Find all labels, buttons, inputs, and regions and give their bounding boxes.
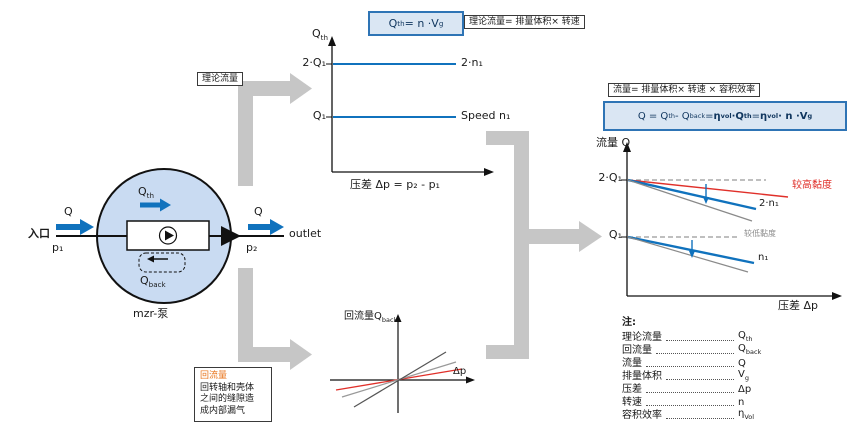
flow-arrow-to-bottom-chart: [238, 268, 312, 370]
pump-chamber: [126, 220, 210, 251]
formula-q-note: 流量= 排量体积× 转速 × 容积效率: [608, 83, 761, 98]
right-chart-tick-2q1: 2·Q₁: [598, 171, 622, 184]
legend-row: 排量体积 Vg: [622, 369, 772, 382]
outlet-q-label: Q: [254, 205, 263, 218]
valve-triangle-icon: [221, 226, 241, 246]
backflow-note-line: 回转轴和壳体: [200, 382, 255, 393]
legend-leader: [666, 340, 734, 341]
legend-symbol: Δp: [738, 384, 752, 395]
flow-line-2n1: [627, 178, 757, 211]
chart-backflow: [330, 314, 475, 413]
legend-label: 回流量: [622, 345, 652, 356]
legend-row: 流量 Q: [622, 356, 772, 369]
right-chart-n1-label: n₁: [758, 252, 769, 263]
legend-label: 理论流量: [622, 332, 662, 343]
backflow-arrow-icon: [147, 255, 168, 263]
top-chart-x-label: 压差 Δp = p₂ - p₁: [350, 178, 440, 191]
top-chart-tick-q1: Q₁: [312, 109, 326, 122]
high-viscosity-line: [627, 179, 789, 198]
inlet-p1-label: p₁: [52, 241, 64, 254]
flow-line-n1: [627, 235, 755, 265]
pump-rotor-arrow-icon: [165, 230, 174, 241]
legend-symbol: Qth: [738, 330, 753, 343]
legend-symbol: n: [738, 397, 745, 408]
inlet-q-label: Q: [64, 205, 73, 218]
outlet-flow-arrow-icon: [248, 219, 284, 235]
formula-qth-note: 理论流量= 排量体积× 转速: [464, 15, 585, 30]
inlet-label: 入口: [28, 227, 50, 240]
legend-label: 压差: [622, 384, 642, 395]
qth-flow-arrow-icon: [140, 198, 171, 212]
legend-row: 容积效率 ηVol: [622, 408, 772, 421]
legend-row: 理论流量 Qth: [622, 330, 772, 343]
legend-leader: [646, 366, 734, 367]
flow-arrow-merge-to-right-chart: [486, 131, 602, 359]
backflow-chart-x-label: Δp: [453, 366, 467, 377]
pump-name: mzr-泵: [133, 307, 169, 320]
low-viscosity-label: 较低黏度: [744, 229, 776, 238]
legend-label: 流量: [622, 358, 642, 369]
right-chart-tick-q1: Q₁: [608, 228, 622, 241]
outlet-label: outlet: [289, 227, 322, 240]
chart-theoretical-flow: [326, 36, 494, 176]
chart-flow-pressure: [621, 142, 842, 300]
right-chart-x-label: 压差 Δp: [778, 299, 819, 312]
flow-arrow-to-top-chart: [238, 73, 312, 186]
backflow-note-line: 之间的缝隙造: [200, 394, 255, 405]
low-viscosity-line-bottom: [627, 236, 749, 273]
pump-qback-label: Qback: [140, 274, 166, 290]
legend-label: 转速: [622, 397, 642, 408]
top-chart-tick-2q1: 2·Q₁: [302, 56, 326, 69]
backflow-note: 回流量 回转轴和壳体 之间的缝隙造 成内部漏气: [194, 367, 272, 422]
backflow-path: [138, 252, 186, 273]
low-viscosity-line-top: [627, 179, 753, 222]
legend-row: 压差 Δp: [622, 382, 772, 395]
legend-symbol: ηVol: [738, 408, 755, 421]
legend-row: 回流量 Qback: [622, 343, 772, 356]
backflow-note-line: 成内部漏气: [200, 406, 246, 417]
outlet-p2-label: p₂: [246, 241, 258, 254]
callout-theoretical-flow: 理论流量: [197, 72, 244, 87]
top-chart-line1-label: 2·n₁: [461, 56, 483, 69]
top-chart-y-label: Qth: [312, 27, 328, 43]
drop-arrow-bottom-icon: [689, 240, 695, 258]
backflow-note-title: 回流量: [200, 371, 228, 381]
pump-symbol: [56, 168, 284, 304]
legend-symbol: Q: [738, 358, 746, 369]
right-chart-2n1-label: 2·n₁: [759, 198, 779, 209]
legend-symbol: Qback: [738, 343, 762, 356]
inlet-flow-arrow-icon: [56, 219, 94, 235]
legend-symbol: Vg: [738, 369, 749, 382]
legend-leader: [646, 392, 734, 393]
legend-title: 注:: [622, 317, 636, 328]
legend-label: 排量体积: [622, 371, 662, 382]
legend-row: 转速 n: [622, 395, 772, 408]
legend-leader: [666, 418, 734, 419]
right-chart-y-label: 流量 Q: [596, 136, 631, 149]
legend-label: 容积效率: [622, 410, 662, 421]
top-chart-line2-label: Speed n₁: [461, 109, 511, 122]
backflow-chart-y-label: 回流量Qback: [344, 311, 398, 324]
high-viscosity-label: 较高黏度: [792, 180, 832, 191]
drop-arrow-top-icon: [703, 184, 709, 204]
legend-leader: [666, 379, 734, 380]
legend-leader: [656, 353, 734, 354]
legend-leader: [646, 405, 734, 406]
pump-qth-label: Qth: [138, 185, 154, 201]
backflow-line-dark: [353, 351, 447, 408]
